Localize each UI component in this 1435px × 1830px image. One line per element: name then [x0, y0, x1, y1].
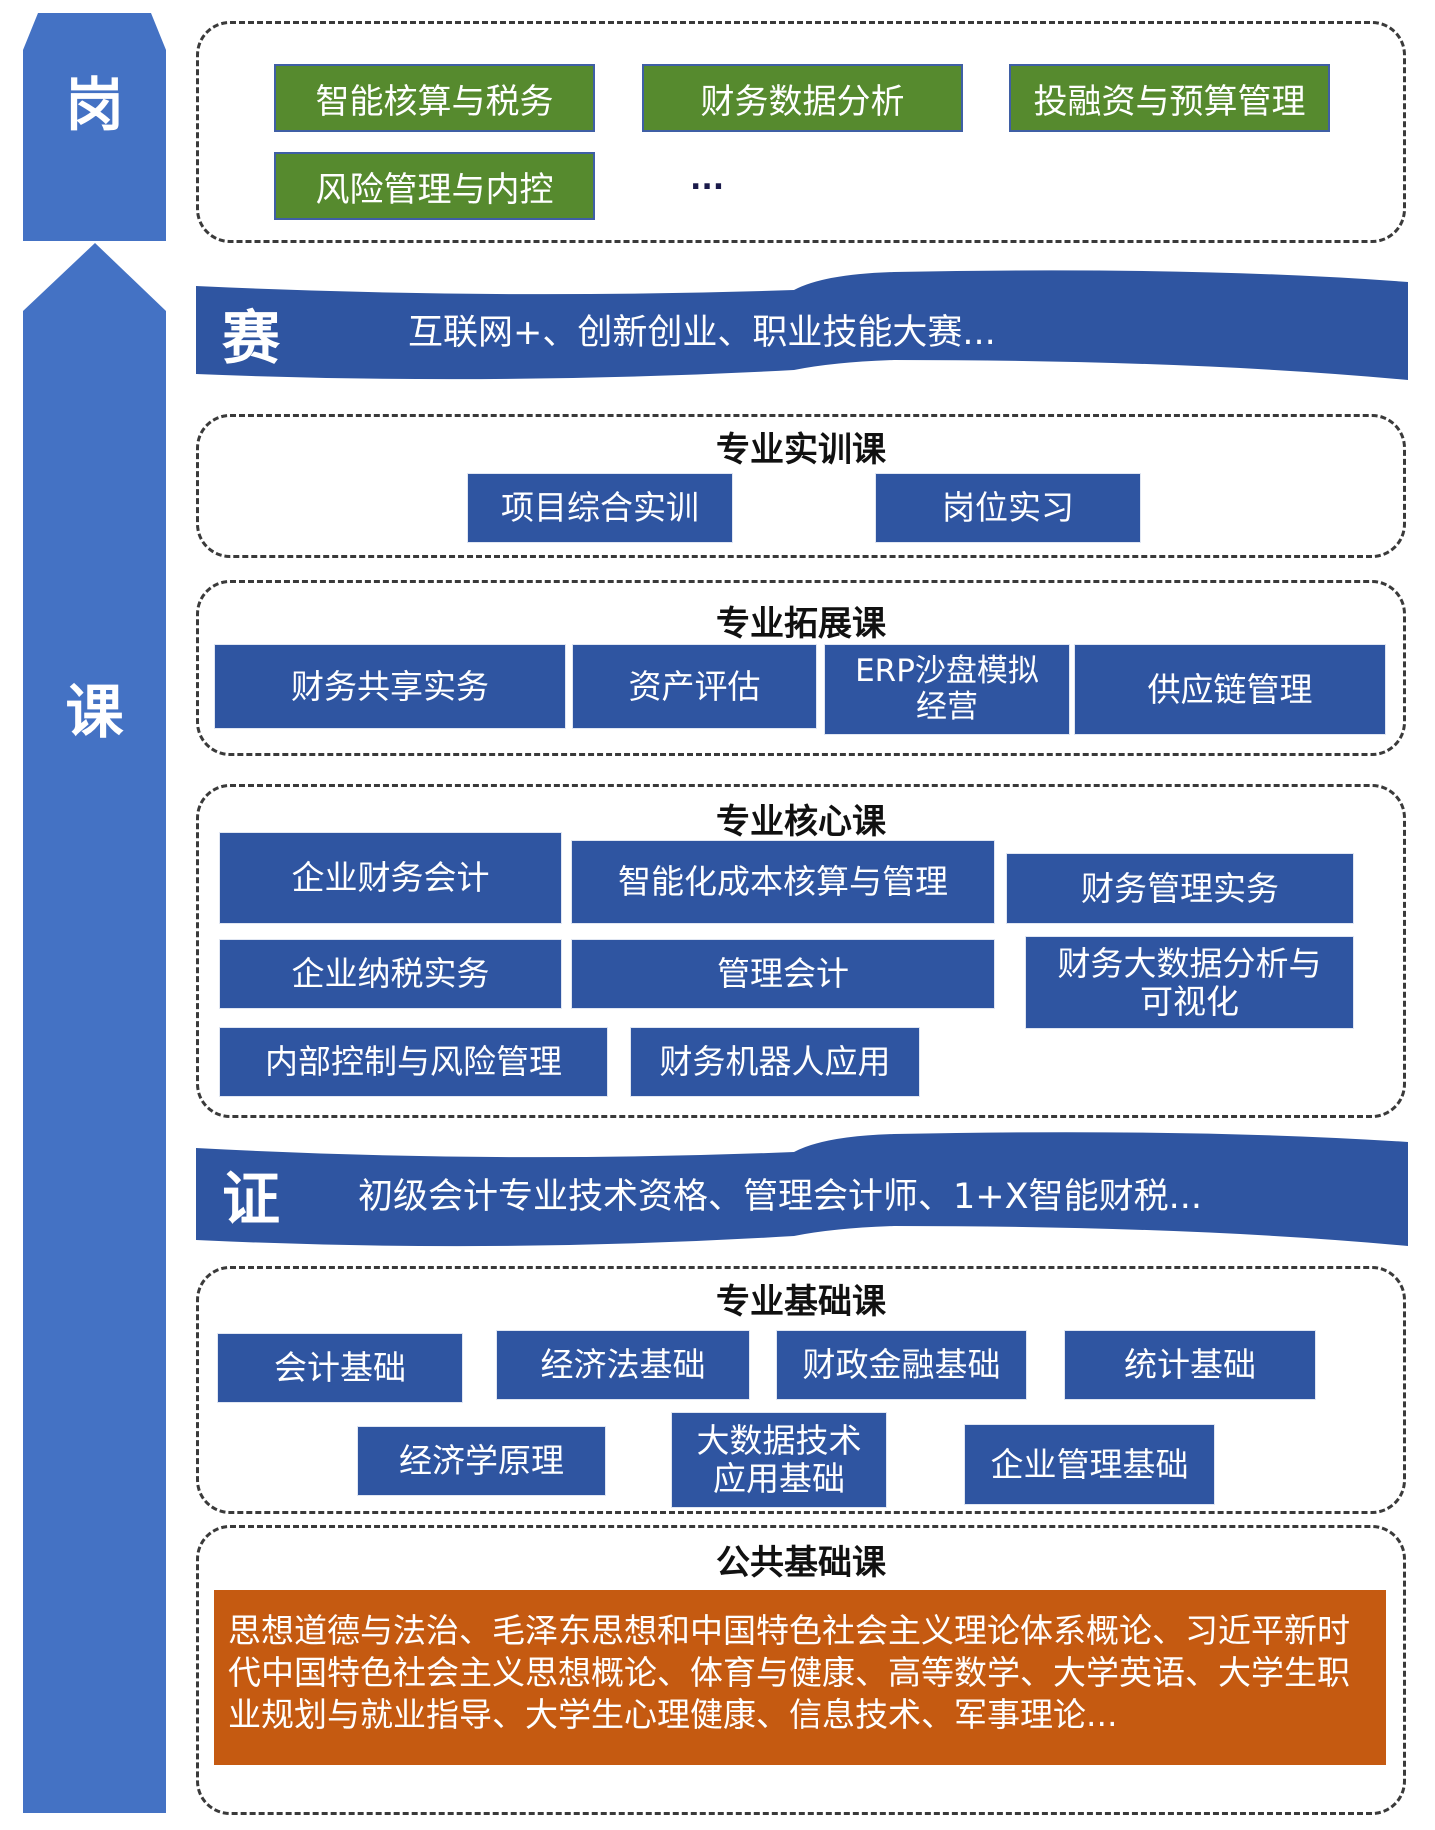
job-label: 岗	[65, 71, 124, 139]
foundation-group	[196, 1266, 1406, 1514]
jobs-more-ellipsis: ...	[690, 162, 725, 197]
course-box: 供应链管理	[1074, 644, 1386, 735]
course-box: 经济学原理	[357, 1426, 606, 1496]
core-title: 专业核心课	[716, 802, 886, 842]
competition-label: 赛	[222, 304, 281, 372]
left-column-graphic	[23, 13, 166, 1813]
course-box: 会计基础	[217, 1333, 463, 1403]
course-box: 财务管理实务	[1006, 853, 1354, 924]
course-box: ERP沙盘模拟经营	[824, 644, 1070, 735]
job-box: 投融资与预算管理	[1009, 64, 1330, 132]
certificate-band	[196, 1132, 1408, 1247]
core-group	[196, 784, 1406, 1118]
course-box: 企业管理基础	[964, 1424, 1215, 1505]
job-block-shape	[23, 13, 166, 241]
jobs-group	[196, 21, 1406, 243]
competition-text: 互联网+、创新创业、职业技能大赛...	[408, 313, 996, 353]
extension-title: 专业拓展课	[716, 604, 886, 644]
public-courses-box: 思想道德与法治、毛泽东思想和中国特色社会主义理论体系概论、习近平新时代中国特色社…	[214, 1590, 1386, 1765]
certificate-band-shape	[196, 1132, 1408, 1247]
course-label: 课	[65, 678, 124, 746]
competition-band-shape	[196, 270, 1408, 380]
course-box: 财务大数据分析与可视化	[1025, 936, 1354, 1029]
course-box: 财务共享实务	[214, 644, 566, 729]
competition-band	[196, 270, 1408, 380]
public-title: 公共基础课	[716, 1543, 886, 1583]
public-group	[196, 1525, 1406, 1815]
course-box: 内部控制与风险管理	[219, 1027, 608, 1097]
course-box: 企业纳税实务	[219, 939, 562, 1009]
course-box: 智能化成本核算与管理	[571, 840, 995, 924]
course-arrow-shape	[23, 243, 166, 1813]
course-box: 大数据技术应用基础	[671, 1412, 887, 1508]
course-box: 财政金融基础	[776, 1330, 1027, 1400]
course-box: 项目综合实训	[467, 473, 733, 543]
course-box: 岗位实习	[875, 473, 1141, 543]
practical-training-title: 专业实训课	[716, 430, 886, 470]
course-box: 企业财务会计	[219, 832, 562, 924]
job-box: 风险管理与内控	[274, 152, 595, 220]
course-box: 管理会计	[571, 939, 995, 1009]
course-box: 统计基础	[1064, 1330, 1316, 1400]
job-box: 智能核算与税务	[274, 64, 595, 132]
practical-training-group	[196, 414, 1406, 558]
course-box: 财务机器人应用	[630, 1027, 920, 1097]
course-box: 经济法基础	[496, 1330, 750, 1400]
course-box: 资产评估	[572, 644, 817, 729]
extension-group	[196, 580, 1406, 756]
certificate-label: 证	[222, 1165, 281, 1233]
certificate-text: 初级会计专业技术资格、管理会计师、1+X智能财税...	[358, 1177, 1202, 1217]
foundation-title: 专业基础课	[716, 1282, 886, 1322]
job-box: 财务数据分析	[642, 64, 963, 132]
